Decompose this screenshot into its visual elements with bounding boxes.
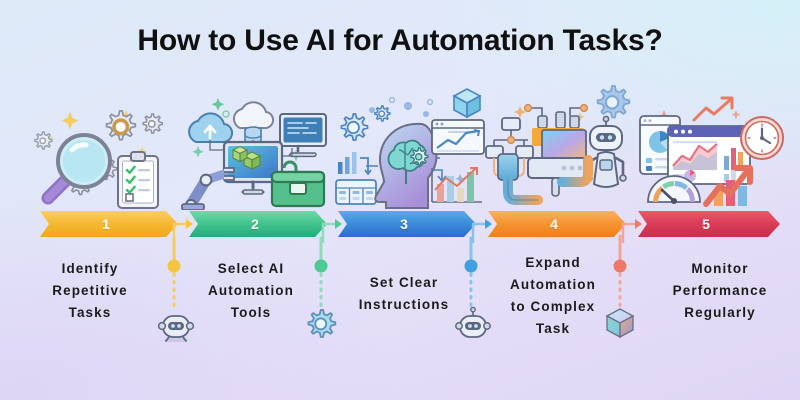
- gear-icon: [596, 85, 631, 119]
- caption-line: Performance: [672, 282, 768, 298]
- caption-line: Identify: [61, 261, 119, 276]
- cloud-database-icon: [232, 101, 275, 144]
- magnifier-gears-clipboard-illustration: [26, 84, 178, 210]
- cube-icon: [242, 151, 262, 170]
- growth-arrow-icon: [703, 165, 753, 207]
- chevron-joint-2: [317, 205, 345, 245]
- connector-1: [157, 232, 202, 343]
- cube-icon: [231, 145, 249, 163]
- connector-2: [305, 232, 349, 342]
- clock-icon: [740, 116, 784, 160]
- magnifying-glass-icon: [41, 133, 112, 205]
- dashboard-clock-gauge-illustration: [636, 84, 792, 210]
- page-title: How to Use AI for Automation Tasks?: [137, 24, 663, 57]
- head-brain-icon: [374, 122, 438, 209]
- step-number: 2: [251, 216, 259, 232]
- caption-line: Tasks: [68, 304, 112, 320]
- robot-head-icon: [455, 306, 491, 338]
- sparkle-icon: [514, 106, 585, 122]
- chevron-joint-4: [617, 205, 645, 245]
- connector-3: [455, 232, 499, 342]
- robot-head-icon: [157, 315, 195, 343]
- line-chart-icon: [431, 119, 485, 155]
- caption-line: Repetitive: [52, 282, 128, 298]
- caption-line: Task: [535, 320, 571, 336]
- gauge-icon: [647, 175, 701, 204]
- caption-line: to Complex: [510, 298, 596, 314]
- gear-icon: [105, 110, 137, 141]
- connector-4: [604, 232, 648, 342]
- step-chevron-5[interactable]: 5: [638, 211, 780, 237]
- growth-arrow-icon: [692, 96, 734, 122]
- monitor-boxes-icon: [222, 140, 284, 195]
- dot-decoration: [369, 96, 434, 117]
- toolbox-icon: [270, 160, 326, 208]
- chevron-shape: [40, 211, 178, 237]
- flowchart-machine-robot-illustration: [484, 84, 638, 210]
- cube-icon: [452, 88, 482, 119]
- caption-line: Set Clear: [369, 275, 439, 290]
- table-icon: [335, 179, 377, 205]
- step-number: 4: [550, 216, 558, 232]
- gear-icon: [374, 105, 391, 122]
- gear-icon: [340, 113, 369, 141]
- step-number: 1: [102, 216, 110, 232]
- step-chevron-3[interactable]: 3: [338, 211, 476, 237]
- gear-icon: [307, 309, 337, 338]
- step-number: 5: [702, 216, 710, 232]
- chevron-shape: [488, 211, 626, 237]
- caption-line: Monitor: [691, 261, 749, 276]
- dashboard-window-icon: [667, 125, 751, 185]
- caption-line: Regularly: [684, 304, 756, 320]
- chevron-shape: [189, 211, 327, 237]
- caption-line: Select AI: [217, 261, 285, 276]
- step-caption-2: Select AI Automation Tools: [186, 258, 316, 324]
- step-chevron-2[interactable]: 2: [189, 211, 327, 237]
- gear-icon: [142, 113, 163, 134]
- robotic-arm-icon: [181, 167, 235, 210]
- caption-line: Instructions: [358, 296, 450, 312]
- bar-chart-icon: [431, 167, 482, 203]
- pipe-icon: [557, 155, 593, 187]
- gear-icon: [34, 131, 53, 150]
- brain-head-analytics-illustration: [332, 84, 488, 210]
- caption-line: Automation: [208, 282, 294, 298]
- cloud-upload-icon: [188, 112, 233, 144]
- step-caption-1: Identify Repetitive Tasks: [20, 258, 160, 324]
- monitor-code-icon: [279, 113, 327, 158]
- machine-screen-icon: [527, 111, 591, 197]
- step-chevron-1[interactable]: 1: [40, 211, 178, 237]
- bar-chart-icon: [338, 152, 372, 176]
- connection-lines: [523, 103, 589, 116]
- caption-line: Expand: [525, 255, 581, 270]
- pipe-icon: [497, 153, 543, 205]
- caption-line: Automation: [510, 276, 596, 292]
- chevron-shape: [638, 211, 780, 237]
- chevron-joint-3: [467, 205, 495, 245]
- step-caption-3: Set Clear Instructions: [340, 272, 468, 316]
- cube-icon: [605, 308, 635, 339]
- robot-arm-monitor-toolbox-illustration: [180, 84, 332, 210]
- caption-line: Tools: [230, 304, 272, 320]
- step-caption-4: Expand Automation to Complex Task: [492, 252, 614, 339]
- step-number: 3: [400, 216, 408, 232]
- chevron-shape: [338, 211, 476, 237]
- step-chevron-4[interactable]: 4: [488, 211, 626, 237]
- clipboard-checklist-icon: [117, 151, 159, 209]
- step-caption-5: Monitor Performance Regularly: [650, 258, 790, 324]
